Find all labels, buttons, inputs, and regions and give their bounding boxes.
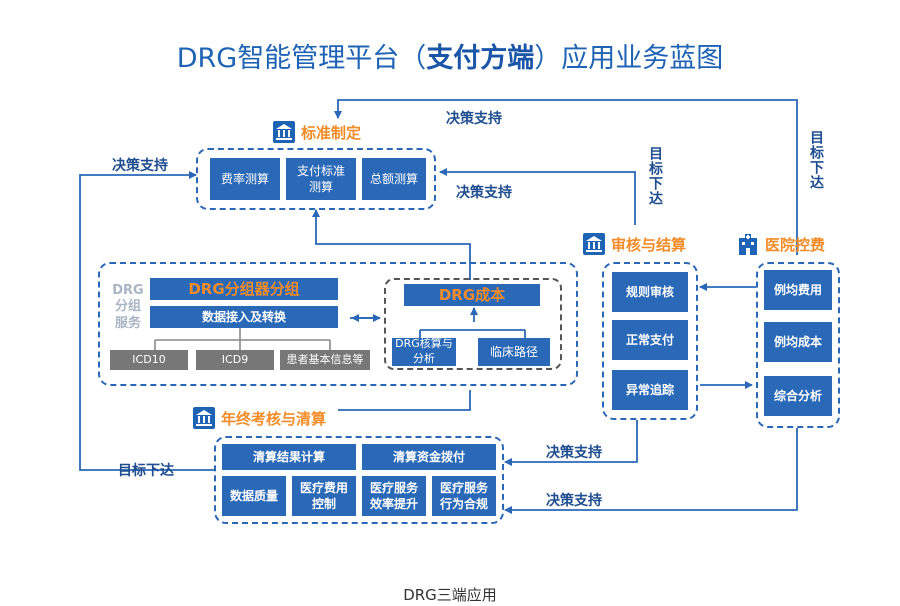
yearend-group: [214, 436, 504, 524]
left-decision-label: 决策支持: [112, 158, 168, 174]
bank-icon: [582, 232, 606, 256]
grouper-title-box: DRG分组器分组: [150, 278, 338, 300]
audit-decision-label: 决策支持: [546, 445, 602, 461]
target-down-label-a: 目标下达: [647, 146, 663, 206]
figure-caption: DRG三端应用: [403, 586, 497, 604]
data-quality-box: 数据质量: [222, 476, 286, 516]
page-title: DRG智能管理平台（支付方端）应用业务蓝图: [176, 43, 724, 74]
hospital-section-label: 医院控费: [765, 236, 826, 254]
rate-calc-box: 费率测算: [210, 158, 280, 200]
left-target-label: 目标下达: [118, 463, 174, 479]
avg-expense-box: 例均成本: [764, 322, 832, 362]
normal-payment-box: 正常支付: [612, 320, 688, 360]
target-down-label-b: 目标下达: [808, 130, 824, 190]
payment-standard-box: 支付标准 测算: [286, 158, 356, 200]
bank-icon: [192, 406, 216, 430]
hospital-decision-label: 决策支持: [546, 493, 602, 509]
top-decision-label: 决策支持: [446, 111, 502, 127]
clearing-result-box: 清算结果计算: [222, 444, 356, 470]
comprehensive-analysis-box: 综合分析: [764, 376, 832, 416]
drg-cost-group: [384, 278, 562, 370]
drg-accounting-box: DRG核算与 分析: [392, 337, 456, 366]
efficiency-box: 医疗服务 效率提升: [362, 476, 426, 516]
standard-section-label: 标准制定: [301, 124, 362, 142]
bank-icon: [272, 120, 296, 144]
total-calc-box: 总额测算: [362, 158, 426, 200]
hospital-icon: [736, 232, 760, 256]
grouping-service-label: DRG 分组 服务: [112, 283, 144, 331]
hospital-group: [756, 262, 840, 428]
mid-decision-label: 决策支持: [456, 185, 512, 201]
audit-section-label: 审核与结算: [611, 236, 687, 254]
patient-info-box: 患者基本信息等: [280, 350, 370, 370]
clinical-path-box: 临床路径: [478, 338, 550, 366]
data-access-box: 数据接入及转换: [150, 306, 338, 328]
standard-group: [196, 148, 436, 210]
audit-group: [602, 262, 698, 420]
avg-cost-box: 例均费用: [764, 270, 832, 310]
drg-cost-title-box: DRG成本: [404, 284, 540, 306]
icd10-box: ICD10: [110, 350, 188, 370]
cost-control-box: 医疗费用 控制: [292, 476, 356, 516]
yearend-section-label: 年终考核与清算: [221, 410, 327, 428]
clearing-funds-box: 清算资金拨付: [362, 444, 496, 470]
icd9-box: ICD9: [196, 350, 274, 370]
rule-audit-box: 规则审核: [612, 272, 688, 312]
compliance-box: 医疗服务 行为合规: [432, 476, 496, 516]
grouping-group: [98, 262, 578, 386]
exception-track-box: 异常追踪: [612, 370, 688, 410]
